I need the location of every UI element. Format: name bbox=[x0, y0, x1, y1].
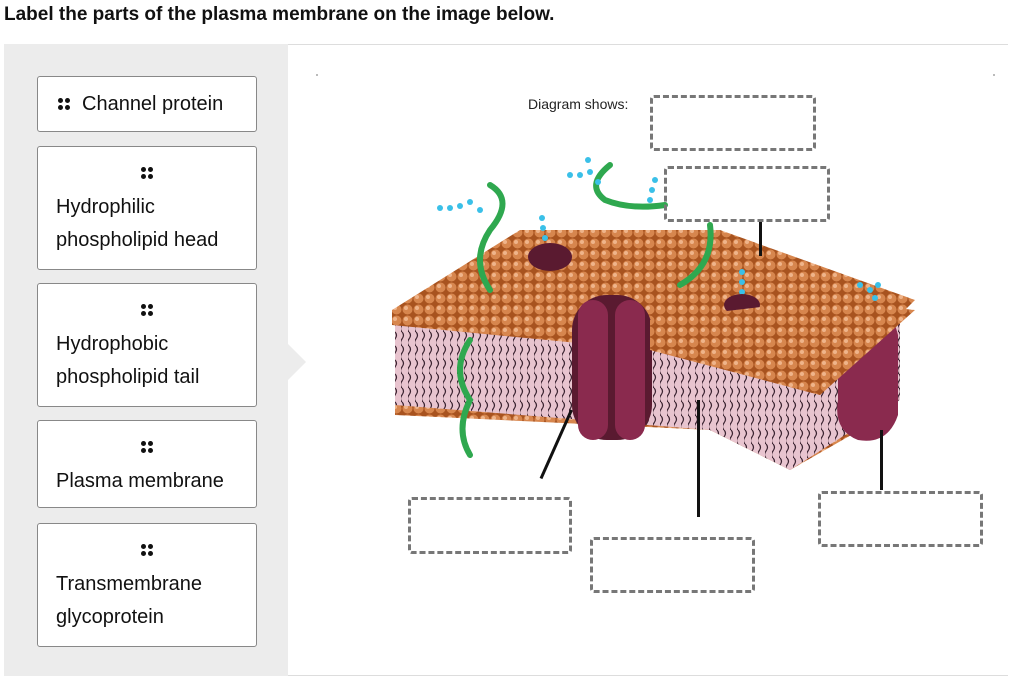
leader-line bbox=[697, 400, 700, 517]
card-label-line: phospholipid head bbox=[56, 229, 219, 251]
drop-zone-bottom-right[interactable] bbox=[818, 491, 983, 547]
drop-zone-top[interactable] bbox=[664, 166, 830, 222]
drag-handle-icon bbox=[141, 544, 153, 556]
corner-mark bbox=[316, 74, 318, 76]
drop-zone-bottom-left[interactable] bbox=[408, 497, 572, 554]
plasma-membrane-illustration bbox=[392, 157, 915, 470]
card-label: Plasma membrane bbox=[56, 470, 224, 492]
drag-handle-icon bbox=[141, 304, 153, 316]
drag-handle-icon bbox=[141, 441, 153, 453]
card-label-line: glycoprotein bbox=[56, 606, 164, 628]
card-label-line: Hydrophilic bbox=[56, 196, 155, 218]
drag-handle-icon bbox=[141, 167, 153, 179]
drag-handle-icon bbox=[58, 98, 70, 110]
drop-zone-diagram-shows[interactable] bbox=[650, 95, 816, 151]
answer-card-hydrophobic-tail[interactable]: Hydrophobic phospholipid tail bbox=[37, 283, 257, 407]
card-label: Channel protein bbox=[82, 92, 224, 115]
answer-card-channel-protein[interactable]: Channel protein bbox=[37, 76, 257, 132]
leader-line bbox=[759, 222, 762, 256]
card-label-line: Transmembrane bbox=[56, 573, 202, 595]
channel-protein bbox=[572, 295, 652, 440]
question-title: Label the parts of the plasma membrane o… bbox=[4, 4, 555, 25]
answer-card-hydrophilic-head[interactable]: Hydrophilic phospholipid head bbox=[37, 146, 257, 270]
peripheral-protein bbox=[528, 243, 572, 271]
answer-card-plasma-membrane[interactable]: Plasma membrane bbox=[37, 420, 257, 508]
leader-line bbox=[880, 430, 883, 490]
drop-zone-bottom-middle[interactable] bbox=[590, 537, 755, 593]
card-label-line: phospholipid tail bbox=[56, 366, 200, 388]
answer-card-transmembrane-glycoprotein[interactable]: Transmembrane glycoprotein bbox=[37, 523, 257, 647]
diagram-shows-label: Diagram shows: bbox=[528, 96, 629, 112]
answer-bank-pointer bbox=[288, 344, 306, 380]
card-label-line: Hydrophobic bbox=[56, 333, 169, 355]
corner-mark bbox=[993, 74, 995, 76]
